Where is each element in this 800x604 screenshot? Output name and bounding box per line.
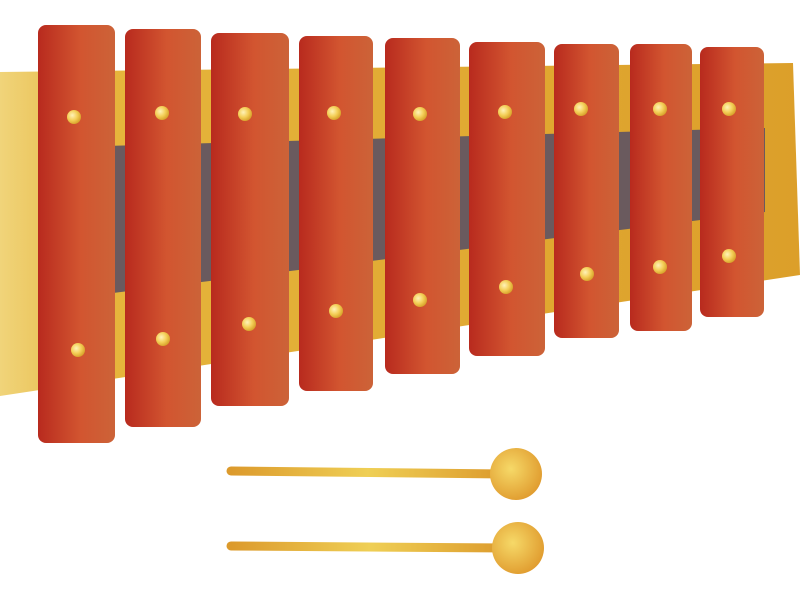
bar-body bbox=[38, 25, 115, 443]
bar-peg bbox=[329, 304, 343, 318]
mallet bbox=[226, 448, 542, 500]
bar-peg bbox=[653, 102, 667, 116]
bar-body bbox=[125, 29, 201, 427]
bar-peg bbox=[155, 106, 169, 120]
bar-peg bbox=[238, 107, 252, 121]
bar-peg bbox=[498, 105, 512, 119]
bar-peg bbox=[242, 317, 256, 331]
mallet-stick bbox=[226, 541, 513, 553]
bar-body bbox=[630, 44, 692, 331]
xylophone-bar bbox=[385, 38, 460, 374]
bar-body bbox=[469, 42, 545, 356]
mallet-stick bbox=[226, 466, 510, 479]
xylophone-bar bbox=[469, 42, 545, 356]
bar-peg bbox=[413, 293, 427, 307]
bar-peg bbox=[413, 107, 427, 121]
bar-body bbox=[211, 33, 289, 406]
bar-body bbox=[554, 44, 619, 338]
bar-peg bbox=[499, 280, 513, 294]
mallets-group bbox=[226, 448, 544, 574]
mallet-head bbox=[490, 448, 542, 500]
xylophone-bar bbox=[211, 33, 289, 406]
mallet-head bbox=[492, 522, 544, 574]
bars-group bbox=[38, 25, 764, 443]
bar-peg bbox=[327, 106, 341, 120]
bar-peg bbox=[722, 249, 736, 263]
mallet bbox=[226, 522, 544, 574]
xylophone-bar bbox=[630, 44, 692, 331]
bar-peg bbox=[574, 102, 588, 116]
bar-peg bbox=[67, 110, 81, 124]
bar-body bbox=[385, 38, 460, 374]
xylophone-bar bbox=[700, 47, 764, 317]
bar-peg bbox=[580, 267, 594, 281]
xylophone-bar bbox=[554, 44, 619, 338]
xylophone-bar bbox=[125, 29, 201, 427]
xylophone-bar bbox=[299, 36, 373, 391]
bar-peg bbox=[722, 102, 736, 116]
bar-peg bbox=[156, 332, 170, 346]
bar-peg bbox=[71, 343, 85, 357]
bar-peg bbox=[653, 260, 667, 274]
xylophone-bar bbox=[38, 25, 115, 443]
bar-body bbox=[700, 47, 764, 317]
bar-body bbox=[299, 36, 373, 391]
